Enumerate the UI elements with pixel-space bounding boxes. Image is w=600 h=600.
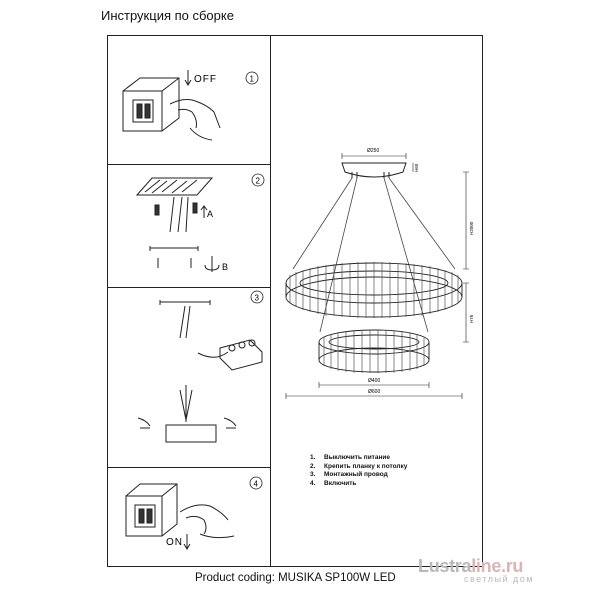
- step2-label-a: A: [207, 209, 213, 219]
- step-divider-3: [107, 467, 270, 468]
- step1-number-circle: [245, 71, 259, 85]
- dim-canopy: Ø250: [367, 148, 379, 154]
- step4-switch-illustration: [125, 483, 235, 550]
- watermark-logo: Lustraline.ru светлый дом: [418, 556, 534, 584]
- step1-number-digit: 1: [250, 75, 255, 84]
- step3-wiring-illustration: [137, 300, 263, 443]
- watermark-brand-prefix: Lustra: [418, 556, 472, 576]
- step-divider-2: [107, 287, 270, 288]
- instruction-item: 1.Выключить питание: [310, 454, 391, 461]
- step-divider-1: [107, 164, 270, 165]
- dim-canopy-height: H60: [414, 163, 419, 172]
- instruction-list: 1.Выключить питание 2.Крепить планку к п…: [310, 454, 407, 488]
- instruction-item: 2.Крепить планку к потолку: [310, 462, 408, 470]
- watermark-subtitle: светлый дом: [464, 574, 535, 584]
- small-crystal-ring: [318, 329, 430, 373]
- canopy: [341, 162, 407, 178]
- page-title: Инструкция по сборке: [101, 8, 234, 23]
- step2-number-circle: [251, 173, 265, 187]
- step2-label-b: B: [222, 262, 228, 272]
- instruction-item: 4.Включить: [310, 479, 357, 487]
- dim-total-height: H2000: [469, 221, 474, 235]
- step4-number-circle: [249, 476, 263, 490]
- suspension-cables: [292, 177, 456, 333]
- dim-small-ring: Ø400: [368, 378, 380, 384]
- step1-switch-illustration: [122, 70, 221, 141]
- step4-number-digit: 4: [254, 480, 259, 489]
- watermark-brand-suffix: line.ru: [471, 556, 524, 576]
- step1-off-label: OFF: [194, 74, 217, 85]
- step4-on-label: ON: [166, 537, 183, 548]
- panel-divider: [270, 35, 271, 567]
- step3-number-digit: 3: [255, 294, 260, 303]
- large-crystal-ring: [285, 262, 463, 318]
- instruction-frame: [107, 35, 483, 567]
- step2-ceiling-illustration: [135, 177, 220, 272]
- instruction-item: 3.Монтажный провод: [310, 471, 388, 479]
- dim-ring-gap: H76: [469, 314, 474, 323]
- dimension-lines: [285, 153, 469, 399]
- step3-number-circle: [250, 290, 264, 304]
- step2-number-digit: 2: [256, 177, 261, 186]
- product-coding: Product coding: MUSIKA SP100W LED: [195, 572, 396, 584]
- dim-large-ring: Ø600: [368, 389, 380, 395]
